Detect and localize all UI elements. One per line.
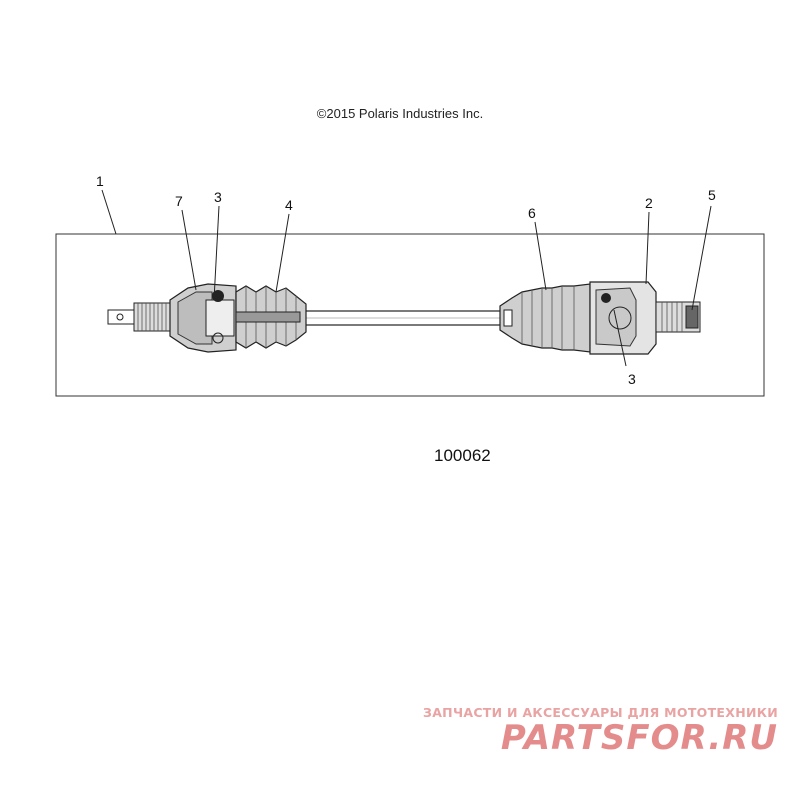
callout-3-left: 3 — [214, 189, 222, 205]
outer-cv-joint — [589, 281, 657, 355]
inner-cv-joint — [169, 283, 237, 353]
assembly-frame — [55, 233, 765, 397]
callout-7: 7 — [175, 193, 183, 209]
watermark-logo: PARTSFOR.RU — [500, 718, 778, 758]
callout-2: 2 — [645, 195, 653, 211]
callout-4: 4 — [285, 197, 293, 213]
callout-5: 5 — [708, 187, 716, 203]
callout-6: 6 — [528, 205, 536, 221]
watermark-tagline: ЗАПЧАСТИ И АКСЕССУАРЫ ДЛЯ МОТОТЕХНИКИ — [423, 705, 778, 720]
inner-boot — [235, 285, 307, 349]
inner-stub-shaft — [107, 302, 171, 332]
callout-3-right: 3 — [628, 371, 636, 387]
figure-number: 100062 — [434, 446, 491, 465]
copyright-text: ©2015 Polaris Industries Inc. — [316, 106, 484, 121]
outer-stub-shaft — [655, 301, 701, 333]
callout-1: 1 — [96, 173, 104, 189]
outer-boot — [499, 283, 591, 353]
